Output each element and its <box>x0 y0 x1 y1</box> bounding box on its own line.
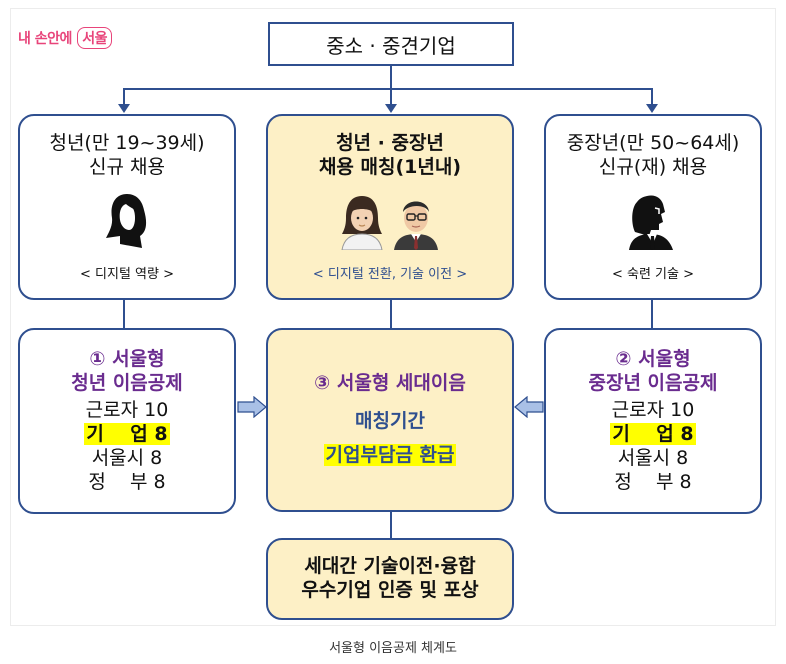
matching-title-1: 청년 · 중장년 <box>336 132 444 155</box>
senior-skill-note: < 숙련 기술 > <box>611 266 695 282</box>
connector-left-drop <box>123 88 125 106</box>
youth-deduction-title-1: ① 서울형 <box>89 347 165 370</box>
link-center-top-mid <box>390 300 392 328</box>
young-woman-icon <box>102 190 152 255</box>
matching-note: < 디지털 전환, 기술 이전 > <box>312 266 468 282</box>
box-award: 세대간 기술이전·융합 우수기업 인증 및 포상 <box>266 538 514 620</box>
matching-period-label: 매칭기간 <box>355 410 425 433</box>
arrowhead-center <box>385 104 397 113</box>
two-people-icon <box>330 190 450 255</box>
senior-hiring-label: 신규(재) 채용 <box>598 156 708 178</box>
link-left-top-mid <box>123 300 125 328</box>
box-senior-hiring: 중장년(만 50~64세) 신규(재) 채용 < 숙련 기술 > <box>544 114 762 300</box>
youth-gov-share: 정 부 8 <box>88 470 166 493</box>
logo-mark: 서울 <box>77 27 113 49</box>
box-senior-deduction: ② 서울형 중장년 이음공제 근로자 10 기 업 8 서울시 8 정 부 8 <box>544 328 762 514</box>
senior-worker-share: 근로자 10 <box>611 399 695 422</box>
box-generation-link: ③ 서울형 세대이음 매칭기간 기업부담금 환급 <box>266 328 514 512</box>
award-line-2: 우수기업 인증 및 포상 <box>301 579 479 601</box>
arrow-left-icon <box>514 396 544 418</box>
senior-gov-share: 정 부 8 <box>614 470 692 493</box>
top-box-company: 중소 · 중견기업 <box>268 22 514 66</box>
arrowhead-right <box>646 104 658 113</box>
youth-seoul-share: 서울시 8 <box>91 446 163 469</box>
box-youth-deduction: ① 서울형 청년 이음공제 근로자 10 기 업 8 서울시 8 정 부 8 <box>18 328 236 514</box>
connector-horizontal <box>123 88 653 90</box>
senior-deduction-title-2: 중장년 이음공제 <box>588 371 718 394</box>
generation-link-title: ③ 서울형 세대이음 <box>314 372 466 395</box>
older-man-icon <box>625 190 681 255</box>
youth-age-label: 청년(만 19~39세) <box>49 132 205 155</box>
arrowhead-left <box>118 104 130 113</box>
youth-worker-share: 근로자 10 <box>85 399 169 422</box>
connector-top-vertical <box>390 66 392 90</box>
senior-age-label: 중장년(만 50~64세) <box>566 132 740 155</box>
employer-refund-label: 기업부담금 환급 <box>323 443 457 466</box>
youth-deduction-title-2: 청년 이음공제 <box>71 371 183 394</box>
matching-title-2: 채용 매칭(1년내) <box>318 156 462 178</box>
link-right-top-mid <box>651 300 653 328</box>
arrow-right-icon <box>237 396 267 418</box>
youth-skill-note: < 디지털 역량 > <box>80 266 174 282</box>
connector-right-drop <box>651 88 653 106</box>
logo: 내 손안에 서울 <box>18 27 113 49</box>
box-youth-hiring: 청년(만 19~39세) 신규 채용 < 디지털 역량 > <box>18 114 236 300</box>
senior-company-share: 기 업 8 <box>610 423 696 445</box>
figure-caption: 서울형 이음공제 체계도 <box>329 641 457 656</box>
top-box-label: 중소 · 중견기업 <box>326 33 456 58</box>
award-line-1: 세대간 기술이전·융합 <box>304 555 476 578</box>
senior-deduction-title-1: ② 서울형 <box>615 347 691 370</box>
youth-company-share: 기 업 8 <box>84 423 170 445</box>
connector-center-drop <box>390 88 392 106</box>
link-center-mid-bottom <box>390 512 392 538</box>
logo-text: 내 손안에 <box>18 31 77 47</box>
youth-hiring-label: 신규 채용 <box>89 156 165 178</box>
senior-seoul-share: 서울시 8 <box>617 446 689 469</box>
box-matching: 청년 · 중장년 채용 매칭(1년내) < 디지털 전환, 기술 이전 > <box>266 114 514 300</box>
